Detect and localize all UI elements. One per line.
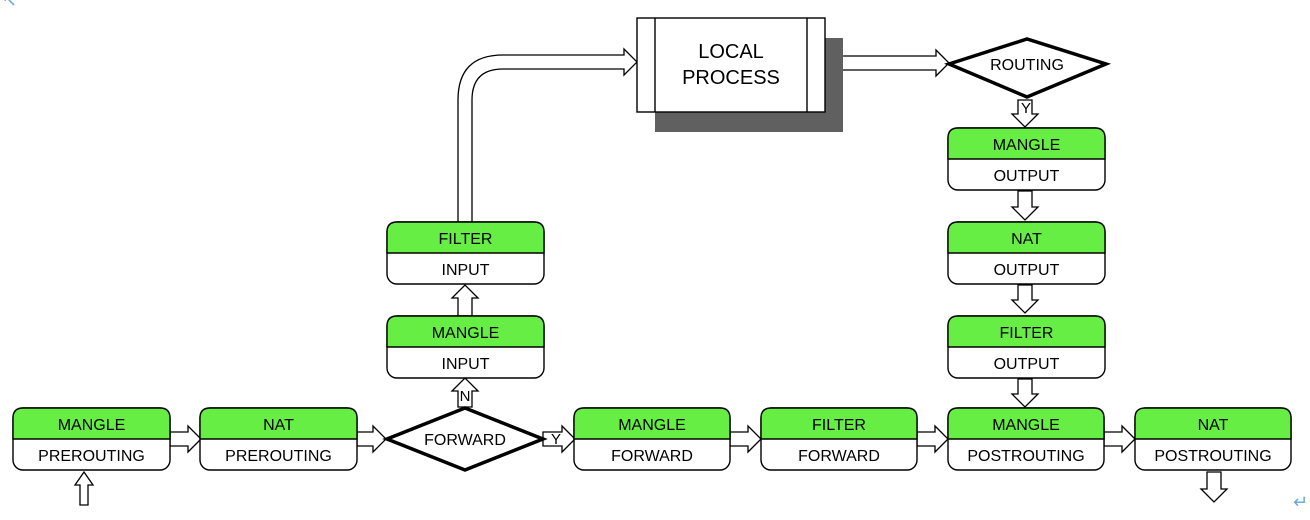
return-arrow-icon: ↵ [1293, 492, 1308, 512]
chain-name-label: PREROUTING [225, 448, 332, 465]
branch-label-yes-forward: Y [551, 431, 561, 448]
table-name-label: NAT [1198, 417, 1229, 434]
chain-name-label: INPUT [442, 262, 490, 279]
table-name-label: MANGLE [993, 137, 1061, 154]
local-process-line2: PROCESS [682, 67, 780, 89]
arrow-mangle-output-to-nat-output [1010, 190, 1040, 221]
arrow-mangle-pre-to-nat-pre [169, 424, 202, 454]
chain-name-label: INPUT [442, 356, 490, 373]
table-name-label: MANGLE [58, 417, 126, 434]
arrow-nat-pre-to-forward [356, 424, 387, 454]
chain-name-label: FORWARD [611, 448, 693, 465]
chain-name-label: FORWARD [798, 448, 880, 465]
decision-routing-label: ROUTING [990, 57, 1064, 74]
arrow-routing-to-mangle-output [1010, 99, 1040, 128]
table-filter-forward: FILTER FORWARD [760, 407, 918, 471]
chain-name-label: PREROUTING [38, 448, 145, 465]
chain-name-label: POSTROUTING [1154, 448, 1271, 465]
table-mangle-output: MANGLE OUTPUT [947, 127, 1106, 191]
table-name-label: MANGLE [992, 417, 1060, 434]
table-mangle-forward: MANGLE FORWARD [573, 407, 731, 471]
decision-routing: ROUTING [943, 37, 1112, 99]
entry-arrow [73, 470, 95, 506]
table-name-label: MANGLE [432, 325, 500, 342]
table-mangle-input: MANGLE INPUT [386, 315, 545, 379]
arrow-mangle-fwd-to-filter-fwd [729, 424, 762, 454]
chain-name-label: OUTPUT [994, 262, 1060, 279]
exit-arrow [1199, 471, 1229, 503]
table-nat-prerouting: NAT PREROUTING [199, 407, 358, 471]
table-nat-output: NAT OUTPUT [947, 221, 1106, 285]
table-name-label: MANGLE [618, 417, 686, 434]
chain-name-label: POSTROUTING [967, 448, 1084, 465]
decision-forward-label: FORWARD [424, 432, 506, 449]
chain-name-label: OUTPUT [994, 356, 1060, 373]
table-name-label: NAT [1011, 231, 1042, 248]
branch-label-yes-routing: Y [1021, 100, 1031, 117]
table-name-label: NAT [263, 417, 294, 434]
table-name-label: FILTER [1000, 325, 1054, 342]
arrow-filter-input-to-local-process [457, 47, 638, 223]
arrow-local-process-to-routing [824, 48, 950, 78]
arrow-filter-fwd-to-mangle-post [916, 424, 949, 454]
table-nat-postrouting: NAT POSTROUTING [1134, 407, 1292, 471]
decision-forward: FORWARD [382, 406, 548, 472]
branch-label-no-forward: N [460, 388, 471, 405]
table-name-label: FILTER [439, 231, 493, 248]
local-process-line1: LOCAL [698, 41, 764, 63]
arrow-forward-to-mangle-input [450, 377, 480, 408]
arrow-mangle-post-to-nat-post [1103, 424, 1136, 454]
local-process-box: LOCAL PROCESS [636, 17, 843, 132]
chain-name-label: OUTPUT [994, 168, 1060, 185]
table-filter-output: FILTER OUTPUT [947, 315, 1106, 379]
table-mangle-postrouting: MANGLE POSTROUTING [947, 407, 1105, 471]
table-mangle-prerouting: MANGLE PREROUTING [12, 407, 171, 471]
arrow-filter-output-to-mangle-post [1010, 378, 1040, 408]
arrow-forward-to-mangle-fwd [542, 424, 576, 454]
arrow-mangle-input-to-filter-input [450, 284, 480, 317]
table-name-label: FILTER [812, 417, 866, 434]
table-filter-input: FILTER INPUT [386, 221, 545, 285]
arrow-nat-output-to-filter-output [1010, 284, 1040, 314]
corner-arrow-icon: ↖ [2, 0, 17, 10]
